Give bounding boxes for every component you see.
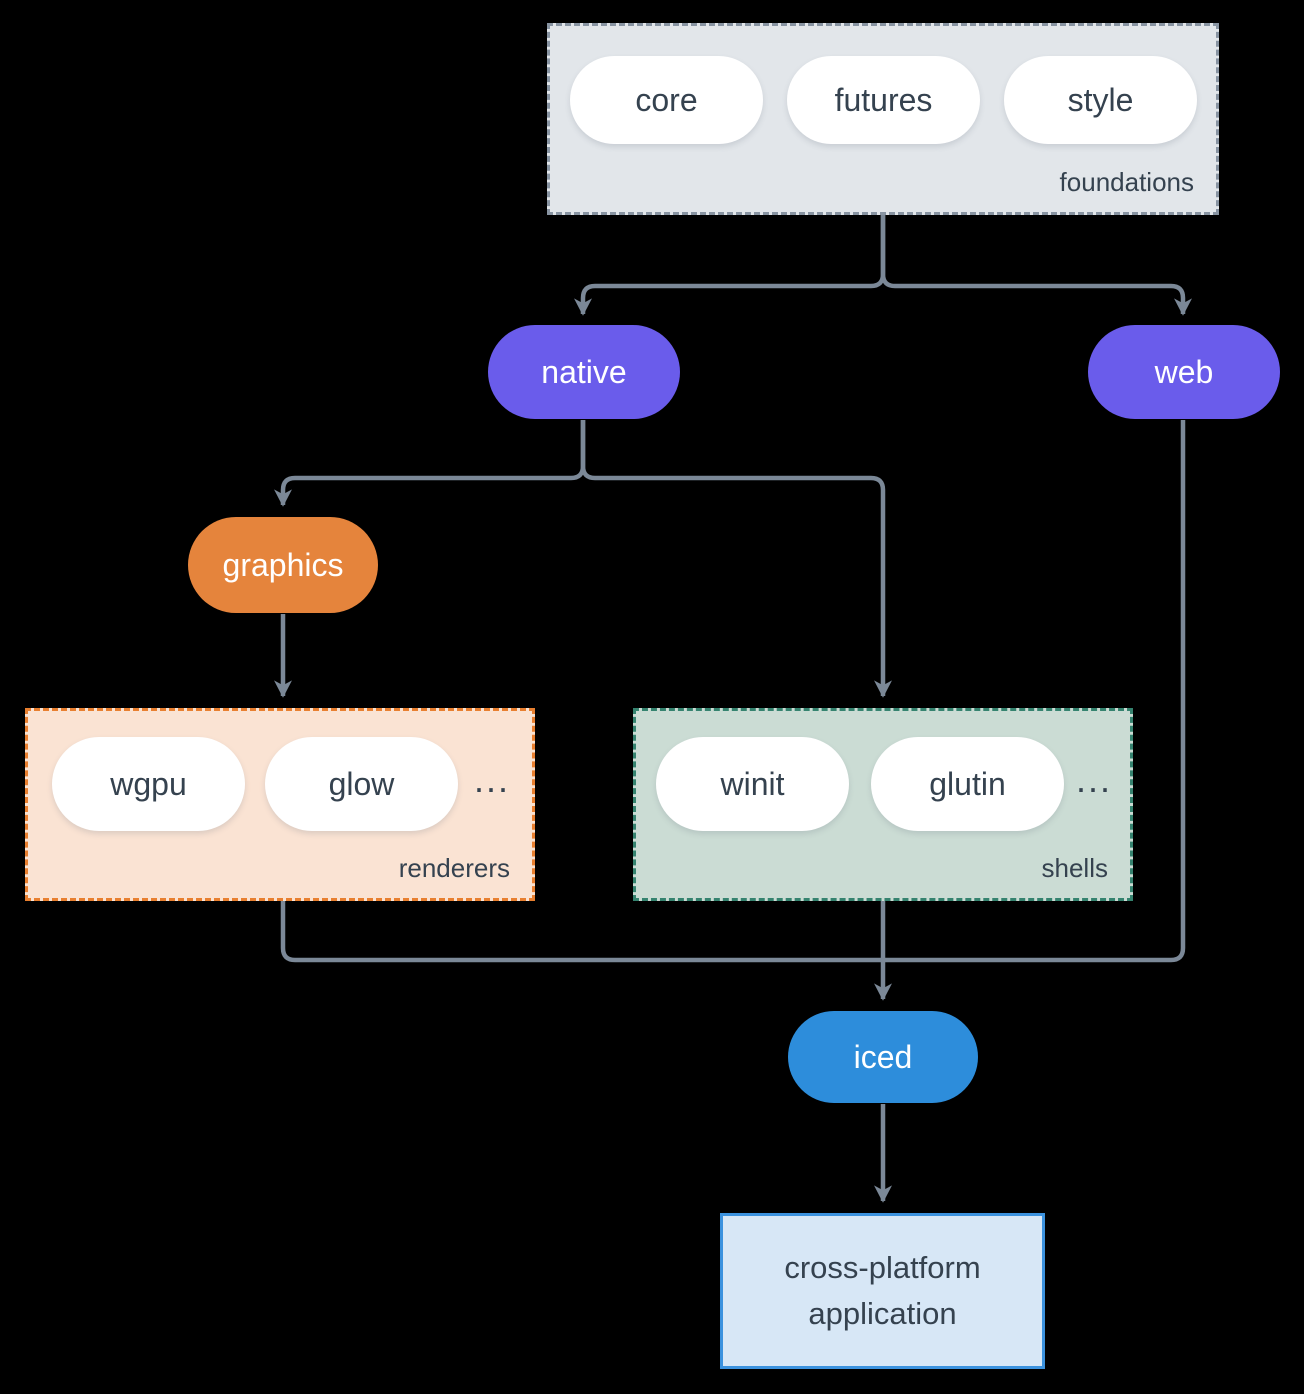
node-native: native [488, 325, 680, 419]
node-graphics: graphics [188, 517, 378, 613]
foundations-group-label: foundations [1059, 167, 1194, 197]
shells-ellipsis: ... [1076, 759, 1113, 800]
node-iced: iced [788, 1011, 978, 1103]
renderers-ellipsis: ... [474, 759, 511, 800]
node-glow: glow [265, 737, 458, 831]
node-native-label: native [541, 353, 627, 390]
node-glutin: glutin [871, 737, 1064, 831]
edge-native-shells [580, 420, 892, 698]
node-graphics-label: graphics [222, 546, 344, 583]
renderers-group-label: renderers [398, 853, 510, 883]
node-style: style [1004, 56, 1197, 144]
node-web-label: web [1154, 353, 1214, 390]
node-core: core [570, 56, 763, 144]
edge-renderers-merge [280, 901, 881, 963]
node-glutin-label: glutin [929, 765, 1006, 802]
node-winit: winit [656, 737, 849, 831]
shells-group: winit glutin ... shells [633, 708, 1133, 901]
node-style-label: style [1067, 81, 1134, 118]
node-glow-label: glow [328, 765, 395, 802]
renderers-group: wgpu glow ... renderers [25, 708, 535, 901]
application-label: cross-platform application [784, 1249, 981, 1332]
node-futures-label: futures [834, 81, 933, 118]
node-iced-label: iced [853, 1038, 913, 1075]
node-futures: futures [787, 56, 980, 144]
edge-foundations-native [574, 215, 886, 316]
foundations-group: core futures style foundations [547, 23, 1219, 215]
node-wgpu: wgpu [52, 737, 245, 831]
application-box: cross-platform application [720, 1213, 1045, 1369]
edge-foundations-web [880, 215, 1192, 316]
node-winit-label: winit [720, 765, 785, 802]
node-web: web [1088, 325, 1280, 419]
edge-native-graphics [274, 420, 586, 507]
node-wgpu-label: wgpu [110, 765, 187, 802]
shells-group-label: shells [1041, 853, 1108, 883]
node-core-label: core [635, 81, 698, 118]
